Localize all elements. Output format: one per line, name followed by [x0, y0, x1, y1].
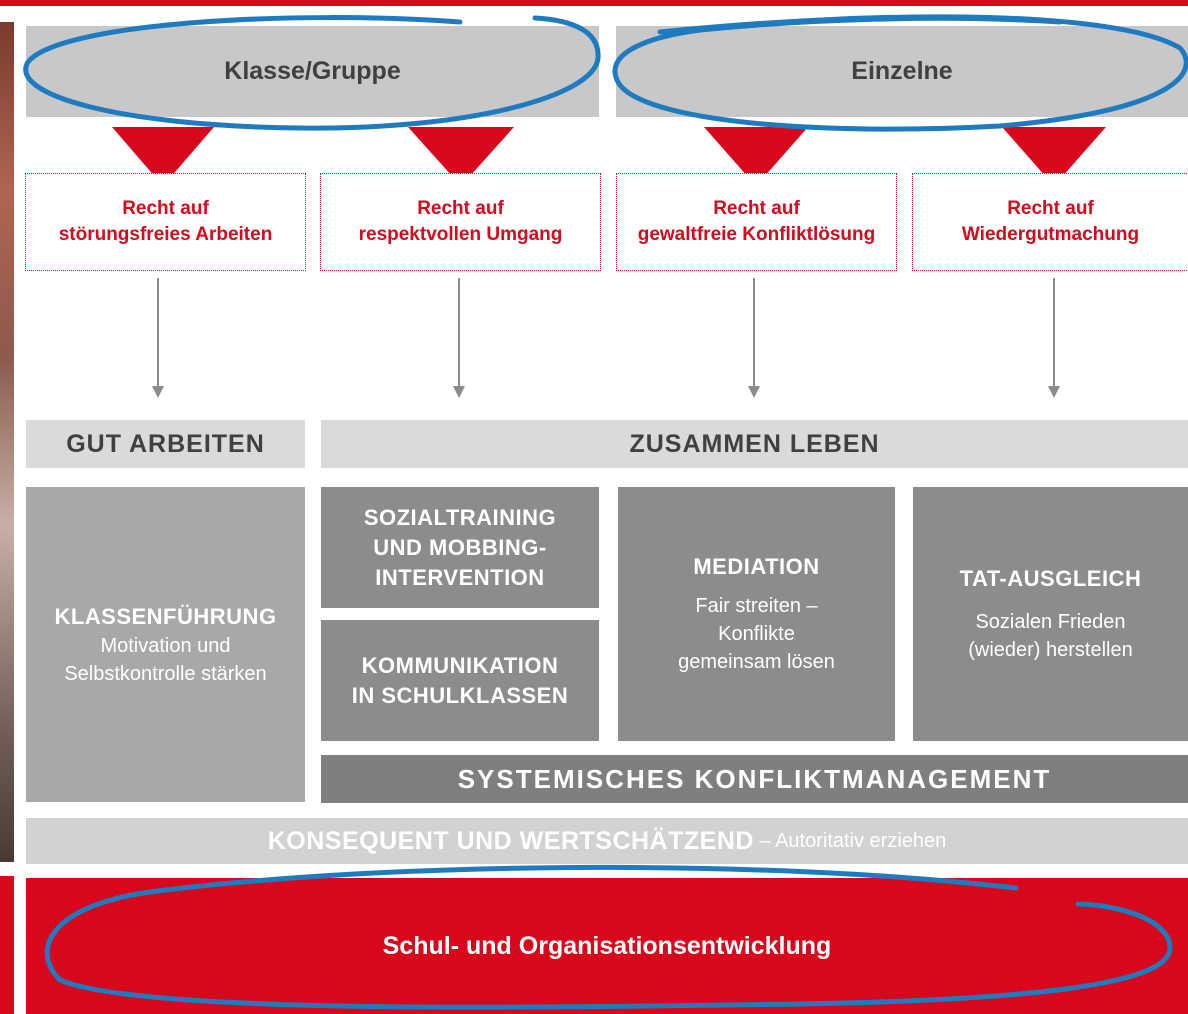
down-arrows — [152, 278, 1060, 398]
mediation-sub3: gemeinsam lösen — [678, 651, 835, 673]
box-kommunikation: KOMMUNIKATION IN SCHULKLASSEN — [321, 620, 599, 741]
right-box-1: Recht auf störungsfreies Arbeiten — [25, 173, 306, 271]
box-mediation: MEDIATION Fair streiten – Konflikte geme… — [618, 487, 895, 741]
tat-ausgleich-title: TAT-AUSGLEICH — [959, 566, 1142, 591]
left-photo-strip — [0, 22, 14, 862]
klassenfuehrung-sub2: Selbstkontrolle stärken — [64, 662, 267, 685]
right-4-line1: Recht auf — [1007, 198, 1094, 219]
arrow-1-head — [152, 386, 164, 398]
right-3-line1: Recht auf — [713, 198, 800, 219]
bottom-label: Schul- und Organisationsentwicklung — [382, 931, 832, 960]
triangle-3 — [704, 127, 808, 186]
tat-ausgleich-sub1: Sozialen Frieden — [975, 611, 1126, 633]
konsequent-bar: KONSEQUENT UND WERTSCHÄTZEND – Autoritat… — [26, 818, 1188, 864]
right-1-line1: Recht auf — [122, 198, 209, 219]
triangle-1 — [112, 127, 214, 186]
band-gut-arbeiten: GUT ARBEITEN — [26, 420, 305, 468]
right-box-2: Recht auf respektvollen Umgang — [320, 173, 601, 271]
konsequent-light: – Autoritativ erziehen — [753, 829, 947, 852]
band-zusammen-leben: ZUSAMMEN LEBEN — [321, 420, 1188, 468]
konsequent-bold: KONSEQUENT UND WERTSCHÄTZEND — [267, 826, 754, 855]
triangle-4 — [1002, 127, 1106, 186]
right-2-line1: Recht auf — [417, 198, 504, 219]
sozialtraining-line1: SOZIALTRAINING — [363, 504, 557, 530]
klassenfuehrung-title: KLASSENFÜHRUNG — [54, 603, 277, 629]
right-4-line2: Wiedergutmachung — [961, 224, 1140, 245]
box-klassenfuehrung: KLASSENFÜHRUNG Motivation und Selbstkont… — [26, 487, 305, 802]
right-1-line2: störungsfreies Arbeiten — [58, 224, 273, 245]
mediation-title: MEDIATION — [693, 554, 820, 579]
tat-ausgleich-sub2: (wieder) herstellen — [968, 639, 1133, 661]
bottom-red-box: Schul- und Organisationsentwicklung — [26, 878, 1188, 1014]
arrow-2-head — [453, 386, 465, 398]
system-bar: SYSTEMISCHES KONFLIKTMANAGEMENT — [321, 755, 1188, 803]
box-tat-ausgleich: TAT-AUSGLEICH Sozialen Frieden (wieder) … — [913, 487, 1188, 741]
box-sozialtraining: SOZIALTRAINING UND MOBBING- INTERVENTION — [321, 487, 599, 608]
arrow-4-head — [1048, 386, 1060, 398]
sozialtraining-line3: INTERVENTION — [375, 564, 545, 590]
triangle-2 — [408, 127, 514, 186]
klassenfuehrung-sub1: Motivation und — [100, 634, 231, 657]
kommunikation-line2: IN SCHULKLASSEN — [351, 682, 569, 708]
red-triangles — [112, 127, 1106, 186]
mediation-sub1: Fair streiten – — [695, 595, 818, 617]
sozialtraining-line2: UND MOBBING- — [373, 534, 547, 560]
band-gut-arbeiten-label: GUT ARBEITEN — [66, 429, 265, 458]
left-red-strip — [0, 876, 14, 1014]
band-zusammen-leben-label: ZUSAMMEN LEBEN — [629, 429, 880, 458]
right-3-line2: gewaltfreie Konfliktlösung — [637, 224, 876, 245]
system-bar-label: SYSTEMISCHES KONFLIKTMANAGEMENT — [457, 763, 1052, 794]
top-red-bar — [0, 0, 1188, 6]
right-box-4: Recht auf Wiedergutmachung — [912, 173, 1188, 271]
mediation-sub2: Konflikte — [718, 623, 795, 645]
right-2-line2: respektvollen Umgang — [358, 224, 563, 245]
arrow-3-head — [748, 386, 760, 398]
kommunikation-line1: KOMMUNIKATION — [361, 652, 559, 678]
right-box-3: Recht auf gewaltfreie Konfliktlösung — [616, 173, 897, 271]
